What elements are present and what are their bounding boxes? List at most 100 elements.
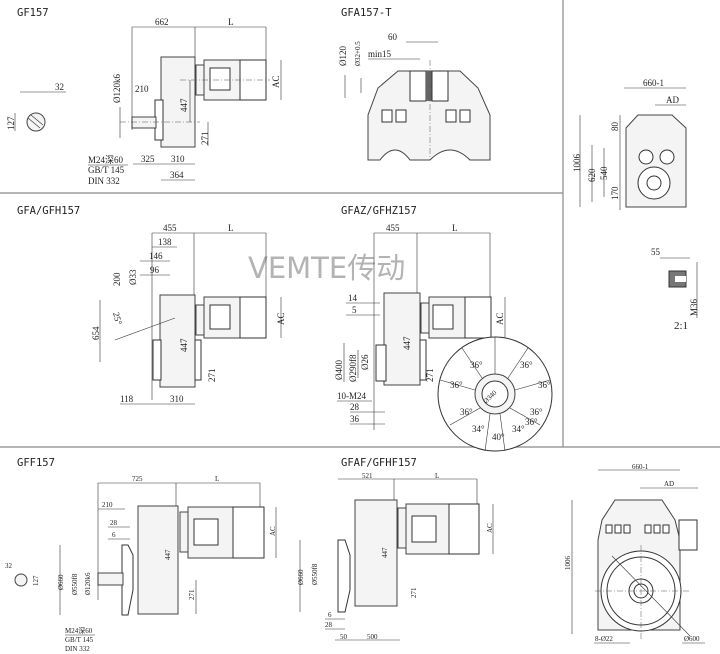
- dim-447: 447: [179, 338, 189, 352]
- dim-170: 170: [610, 186, 620, 200]
- dim-d120: Ø120k6: [112, 74, 122, 103]
- dim-d32: Ø32+0.5: [354, 41, 362, 66]
- dim-80: 80: [610, 122, 620, 132]
- gearbox-housing: [383, 292, 421, 386]
- panel-title: GFA157-T: [341, 7, 392, 19]
- dim-725: 725: [132, 475, 143, 483]
- dim-36: 36: [350, 414, 360, 424]
- dim-447: 447: [164, 549, 172, 560]
- dim-AD: AD: [666, 95, 679, 105]
- dim-d550: Ø550f8: [71, 573, 79, 595]
- dim-1006: 1006: [564, 556, 572, 571]
- dim-d120: Ø120: [338, 46, 348, 66]
- dim-L: L: [228, 17, 234, 27]
- dim-1006: 1006: [572, 154, 582, 173]
- dim-521: 521: [362, 472, 373, 480]
- shaft-section: [26, 112, 46, 132]
- angle-label: 36°: [520, 360, 533, 370]
- dim-d26: Ø26: [360, 354, 370, 370]
- gearbox-housing: [367, 70, 491, 161]
- dim-660: 660-1: [643, 78, 664, 88]
- dim-14: 14: [348, 293, 358, 303]
- dim-660: 660-1: [632, 463, 649, 471]
- panel-gff157: GFF157 32 127 725 L 210 28 6 Ø660 Ø550f8…: [5, 457, 277, 653]
- dim-127: 127: [6, 116, 16, 130]
- dim-d550: Ø550f8: [311, 563, 319, 585]
- dim-271: 271: [410, 587, 418, 598]
- angle-label: 36°: [538, 380, 551, 390]
- dim-146: 146: [149, 251, 163, 261]
- panel-gfaf-gfhf157: GFAF/GFHF157 521 L AC 447 271 Ø660 Ø550f…: [297, 457, 494, 641]
- panel-title: GF157: [17, 7, 49, 19]
- dim-210: 210: [135, 84, 149, 94]
- dim-28: 28: [325, 621, 333, 629]
- dim-d120: Ø120k6: [84, 572, 92, 595]
- dim-310: 310: [170, 394, 184, 404]
- dim-500: 500: [367, 633, 378, 641]
- angle-label: 40°: [492, 432, 505, 442]
- dim-271: 271: [200, 132, 210, 146]
- dim-447: 447: [381, 547, 389, 558]
- dim-60: 60: [388, 32, 398, 42]
- dim-455: 455: [163, 223, 177, 233]
- note-standard: GB/T 145: [65, 636, 94, 644]
- dim-5: 5: [352, 305, 357, 315]
- dim-AC: AC: [495, 312, 505, 325]
- dim-620: 620: [587, 168, 597, 182]
- dim-654: 654: [91, 326, 101, 340]
- flange: [337, 539, 351, 613]
- panel-side-view-top: 660-1 AD 1006 620 540 80 170 55 M36 2:1: [572, 78, 699, 332]
- gearbox-housing: [137, 505, 179, 615]
- flange: [121, 544, 134, 616]
- dim-540: 540: [599, 166, 609, 180]
- dim-L: L: [215, 475, 219, 483]
- dim-32: 32: [5, 562, 13, 570]
- note-standard: DIN 332: [88, 176, 120, 186]
- dim-55: 55: [651, 247, 661, 257]
- dim-6: 6: [328, 611, 332, 619]
- dim-210: 210: [102, 501, 113, 509]
- angle-label: 34°: [512, 424, 525, 434]
- scale-label: 2:1: [674, 320, 688, 332]
- panel-title: GFAF/GFHF157: [341, 457, 417, 469]
- dim-96: 96: [150, 265, 160, 275]
- panel-gfaz-gfhz157: GFAZ/GFHZ157 455 L 14 5 AC 447 Ø400 Ø290…: [334, 205, 553, 452]
- dim-32: 32: [55, 82, 64, 92]
- panel-side-view-bottom: 660-1 AD 1006 8-Ø22 Ø600: [564, 463, 705, 644]
- dim-AD: AD: [664, 480, 674, 488]
- note-thread: M24深60: [88, 155, 124, 165]
- dim-min15: min15: [368, 49, 392, 59]
- dim-127: 127: [32, 575, 40, 586]
- terminal-box: [678, 519, 698, 551]
- angle-label: 36°: [525, 417, 538, 427]
- dim-455: 455: [386, 223, 400, 233]
- output-shaft: [97, 572, 124, 586]
- panel-gfa157-t: GFA157-T 60 min15 Ø120 Ø32+0.5: [338, 7, 491, 161]
- dim-6: 6: [112, 531, 116, 539]
- dim-271: 271: [425, 369, 435, 383]
- dim-364: 364: [170, 170, 184, 180]
- dim-L: L: [452, 223, 458, 233]
- dim-d660: Ø660: [57, 574, 65, 590]
- dim-L: L: [435, 472, 439, 480]
- watermark: VEMTE传动: [248, 251, 405, 285]
- angle-label: 36°: [460, 407, 473, 417]
- dim-662: 662: [155, 17, 169, 27]
- dim-d660: Ø660: [297, 569, 305, 585]
- dim-118: 118: [120, 394, 134, 404]
- dim-L: L: [228, 223, 234, 233]
- panel-gf157: GF157 32 127 662 L AC Ø120k6 210 447 271…: [6, 7, 282, 186]
- dim-AC: AC: [269, 526, 277, 536]
- dim-310: 310: [171, 154, 185, 164]
- dim-138: 138: [158, 237, 172, 247]
- note-standard: GB/T 145: [88, 165, 125, 175]
- panel-title: GFA/GFH157: [17, 205, 80, 217]
- torque-arm-bushing: [409, 70, 427, 102]
- angle-label: 34°: [472, 424, 485, 434]
- gearbox-housing: [159, 294, 196, 388]
- dim-447: 447: [179, 98, 189, 112]
- dim-d290: Ø290f8: [348, 354, 358, 382]
- note-standard: DIN 332: [65, 645, 90, 653]
